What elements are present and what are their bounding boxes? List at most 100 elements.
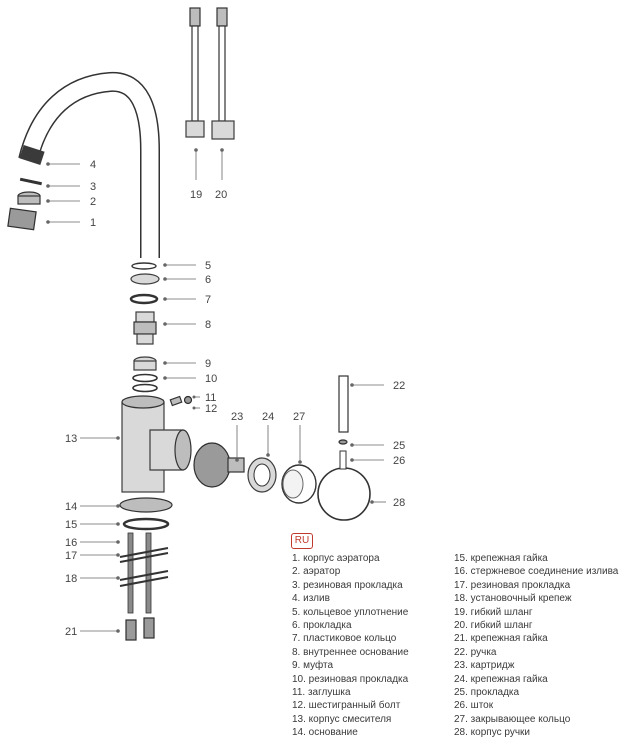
handle-body-part: [317, 467, 371, 521]
svg-text:6: 6: [205, 274, 211, 286]
callout-20: 20: [215, 148, 227, 201]
svg-text:2: 2: [90, 196, 96, 208]
legend-item: 4. излив: [292, 593, 330, 605]
callout-1: 1: [46, 217, 96, 229]
rubber-gasket-10-part: [132, 373, 158, 383]
legend-left-column: 1. корпус аэратора 2. аэратор 3. резинов…: [292, 552, 409, 740]
callout-14: 14: [65, 501, 120, 513]
legend-item: 10. резиновая прокладка: [292, 673, 409, 685]
callout-3: 3: [46, 181, 96, 193]
legend-item: 5. кольцевое уплотнение: [292, 606, 409, 618]
svg-text:25: 25: [393, 440, 405, 452]
svg-text:15: 15: [65, 519, 77, 531]
mounting-nut-15-part: [122, 517, 170, 531]
svg-text:13: 13: [65, 433, 77, 445]
legend-item: 26. шток: [454, 700, 494, 712]
legend-item: 21. крепежная гайка: [454, 633, 548, 645]
mounting-nut-21-part: [125, 617, 155, 641]
mounting-hardware-part: [119, 570, 169, 587]
svg-text:22: 22: [393, 380, 405, 392]
rubber-gasket-17-part: [119, 547, 169, 563]
cartridge-part: [193, 442, 245, 488]
base-part: [119, 497, 173, 513]
legend-item: 22. ручка: [454, 646, 497, 658]
legend-item: 20. гибкий шланг: [454, 620, 533, 632]
mounting-nut-24-part: [247, 457, 277, 493]
handle-part: [338, 375, 349, 433]
legend-item: 6. прокладка: [292, 620, 352, 632]
legend-item: 11. заглушка: [292, 687, 351, 699]
svg-text:18: 18: [65, 573, 77, 585]
aerator-part: [17, 191, 41, 205]
svg-text:21: 21: [65, 626, 77, 638]
svg-text:28: 28: [393, 497, 405, 509]
legend-item: 18. установочный крепеж: [454, 593, 572, 605]
spout-part: [18, 71, 160, 258]
svg-text:12: 12: [205, 403, 217, 415]
legend-item: 17. резиновая прокладка: [454, 579, 571, 591]
legend-item: 9. муфта: [292, 660, 334, 672]
legend-item: 25. прокладка: [454, 687, 520, 699]
legend-item: 8. внутреннее основание: [292, 646, 409, 658]
svg-text:26: 26: [393, 455, 405, 467]
svg-text:19: 19: [190, 189, 202, 201]
svg-text:16: 16: [65, 537, 77, 549]
legend-item: 24. крепежная гайка: [454, 673, 548, 685]
coupling-part: [133, 356, 157, 371]
plastic-ring-part: [129, 293, 159, 305]
callout-24: 24: [262, 411, 274, 457]
svg-text:4: 4: [90, 159, 96, 171]
callout-23: 23: [231, 411, 243, 462]
legend-item: 2. аэратор: [292, 566, 341, 578]
svg-text:9: 9: [205, 358, 211, 370]
svg-text:23: 23: [231, 411, 243, 423]
callout-25: 25: [350, 440, 405, 452]
callout-7: 7: [163, 294, 211, 306]
callout-13: 13: [65, 433, 120, 445]
hex-bolt-part: [183, 395, 193, 405]
callout-26: 26: [350, 455, 405, 467]
callout-22: 22: [350, 380, 405, 392]
rubber-gasket-10b-part: [132, 383, 158, 393]
callout-4: 4: [46, 159, 96, 171]
callout-16: 16: [65, 537, 120, 549]
flexible-hose-20-part: [211, 7, 235, 140]
legend-item: 13. корпус смесителя: [292, 713, 392, 725]
callout-6: 6: [163, 274, 211, 286]
legend-item: 14. основание: [292, 727, 358, 739]
language-badge: RU: [291, 533, 313, 549]
legend-item: 27. закрывающее кольцо: [454, 713, 571, 725]
callout-18: 18: [65, 573, 120, 585]
callout-28: 28: [370, 497, 405, 509]
svg-text:17: 17: [65, 550, 77, 562]
legend-item: 3. резиновая прокладка: [292, 579, 403, 591]
svg-text:10: 10: [205, 373, 217, 385]
legend-item: 1. корпус аэратора: [292, 553, 380, 564]
svg-text:5: 5: [205, 260, 211, 272]
flexible-hose-19-part: [185, 7, 205, 138]
callout-17: 17: [65, 550, 120, 562]
svg-text:1: 1: [90, 217, 96, 229]
callout-12: 12: [192, 403, 217, 415]
gasket-25-part: [338, 439, 348, 445]
callout-19: 19: [190, 148, 202, 201]
svg-text:3: 3: [90, 181, 96, 193]
callout-10: 10: [163, 373, 217, 385]
svg-text:8: 8: [205, 319, 211, 331]
callout-5: 5: [163, 260, 211, 272]
legend-item: 19. гибкий шланг: [454, 606, 533, 618]
callout-11: 11: [192, 392, 216, 404]
o-ring-part: [131, 262, 157, 270]
callout-27: 27: [293, 411, 305, 464]
aerator-housing-part: [7, 207, 37, 231]
stem-part: [339, 450, 347, 470]
svg-text:7: 7: [205, 294, 211, 306]
legend-item: 28. корпус ручки: [454, 727, 530, 739]
svg-text:24: 24: [262, 411, 274, 423]
closing-ring-part: [281, 464, 317, 504]
legend-item: 23. картридж: [454, 660, 515, 672]
legend-right-column: 15. крепежная гайка 16. стержневое соеди…: [454, 552, 618, 740]
plug-part: [169, 395, 183, 407]
callout-9: 9: [163, 358, 211, 370]
